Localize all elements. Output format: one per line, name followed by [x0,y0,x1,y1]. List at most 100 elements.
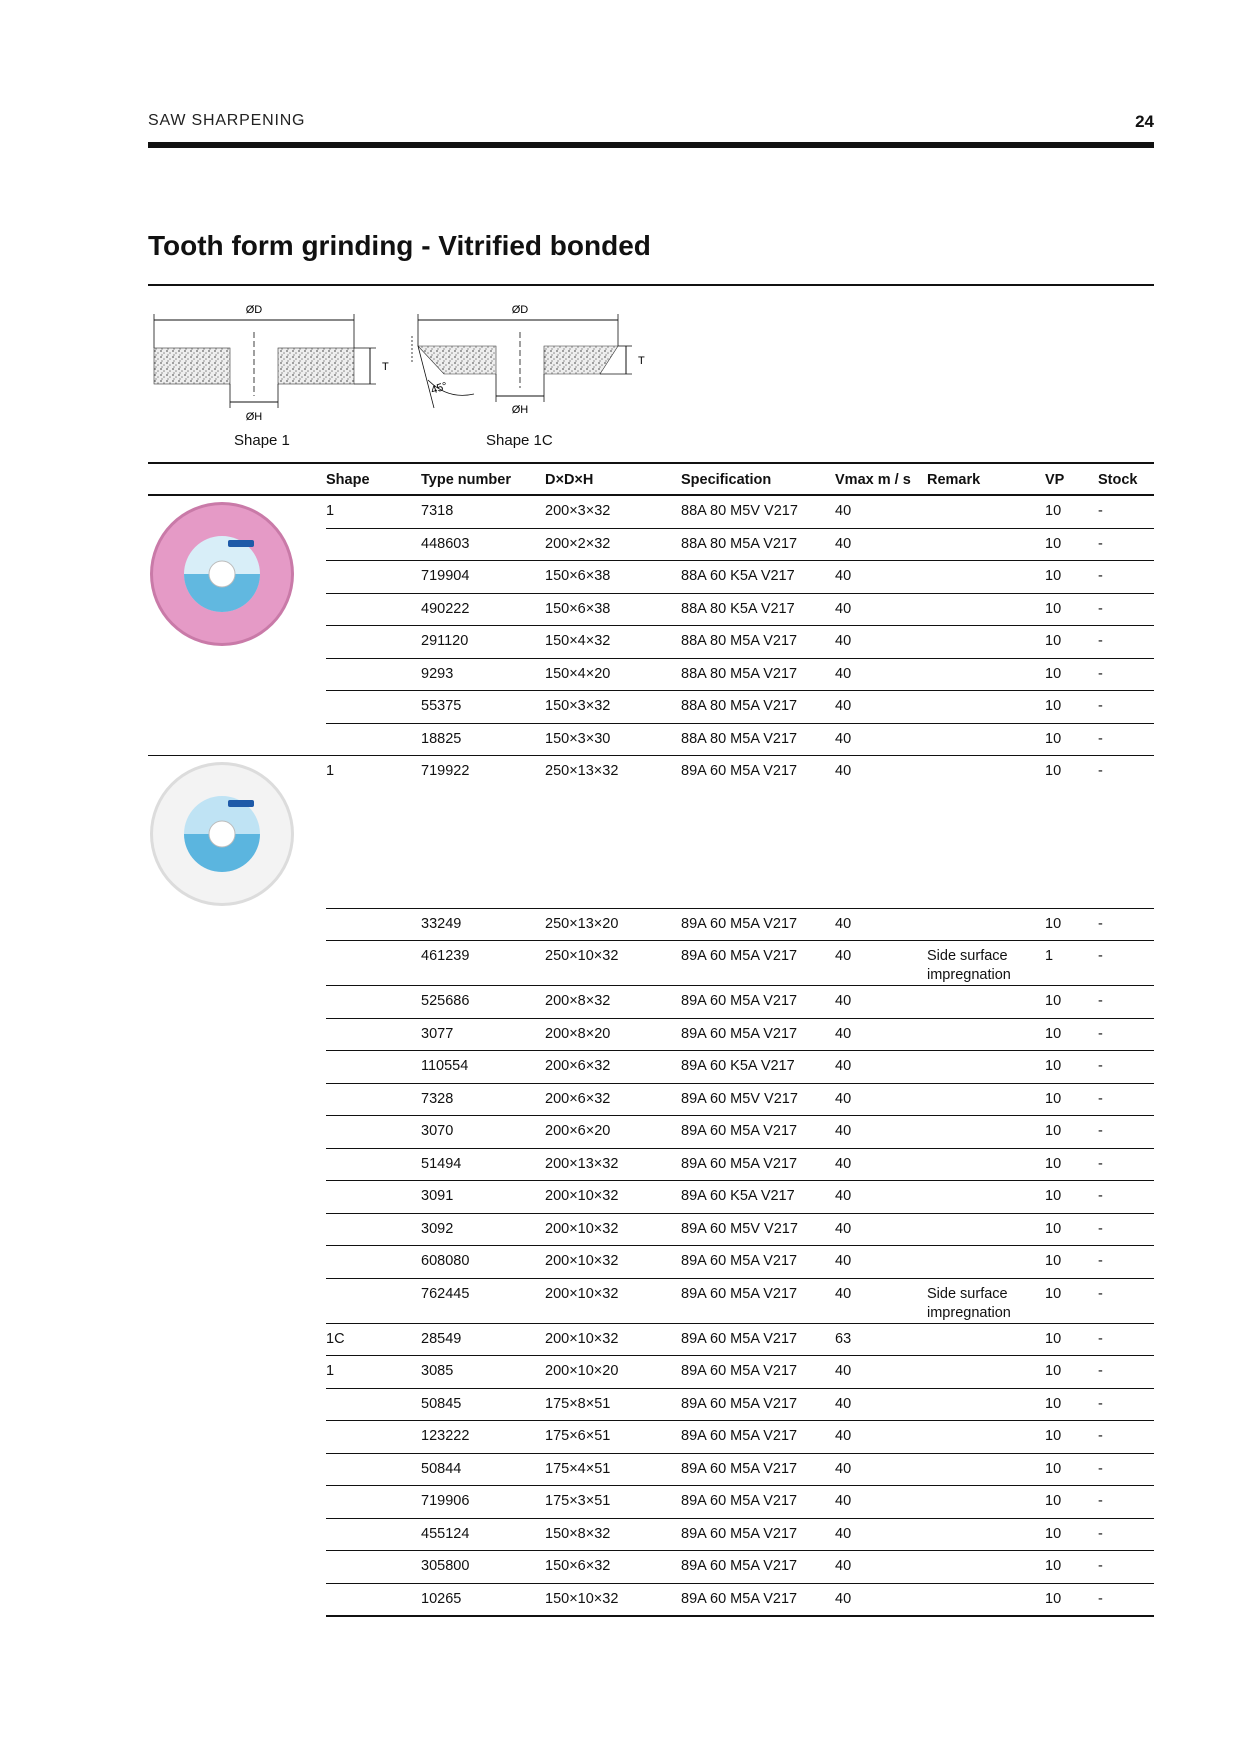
cell-dimensions: 150×6×38 [545,560,681,594]
cell-remark [927,1388,1045,1421]
cell-dimensions: 200×6×32 [545,1083,681,1116]
cell-vp: 1 [1045,940,1098,986]
cell-vmax: 40 [835,560,927,594]
cell-dimensions: 200×13×32 [545,1148,681,1181]
cell-remark [927,1485,1045,1519]
cell-shape [326,658,421,691]
cell-type-number: 123222 [421,1420,545,1454]
cell-dimensions: 150×4×20 [545,658,681,691]
cell-stock: - [1098,1485,1154,1519]
cell-dimensions: 250×10×32 [545,940,681,986]
cell-vp: 10 [1045,1550,1098,1584]
cell-dimensions: 200×10×32 [545,1180,681,1214]
cell-dimensions: 200×10×20 [545,1355,681,1389]
cell-shape: 1 [326,755,421,909]
cell-dimensions: 200×8×32 [545,985,681,1019]
cell-type-number: 7328 [421,1083,545,1116]
cell-remark [927,1083,1045,1116]
cell-type-number: 608080 [421,1245,545,1279]
col-vmax: Vmax m / s [835,462,927,496]
cell-dimensions: 175×4×51 [545,1453,681,1486]
cell-remark [927,1245,1045,1279]
cell-vmax: 40 [835,755,927,909]
cell-vmax: 40 [835,690,927,724]
cell-remark [927,1018,1045,1051]
shape-diagrams-svg: ØD ØH T ØD ØH T 45° [153,304,645,423]
cell-specification: 88A 60 K5A V217 [681,560,835,594]
cell-remark [927,1583,1045,1617]
cell-vmax: 40 [835,1245,927,1279]
cell-remark: Side surface impregnation [927,940,1045,986]
cell-shape [326,1388,421,1421]
cell-stock: - [1098,1245,1154,1279]
cell-vp: 10 [1045,723,1098,756]
cell-vp: 10 [1045,1018,1098,1051]
cell-stock: - [1098,1518,1154,1551]
cell-type-number: 490222 [421,593,545,626]
shape1-h-label: ØH [246,411,263,423]
cell-vp: 10 [1045,1083,1098,1116]
cell-vmax: 40 [835,658,927,691]
cell-remark [927,1518,1045,1551]
white-grinding-wheel-image [150,762,294,906]
cell-remark [927,1453,1045,1486]
cell-type-number: 525686 [421,985,545,1019]
cell-specification: 89A 60 M5A V217 [681,1018,835,1051]
cell-specification: 88A 80 M5A V217 [681,625,835,659]
cell-stock: - [1098,1050,1154,1084]
cell-vp: 10 [1045,495,1098,529]
cell-specification: 88A 80 M5V V217 [681,495,835,529]
cell-stock: - [1098,755,1154,909]
cell-vp: 10 [1045,1278,1098,1324]
cell-stock: - [1098,1083,1154,1116]
cell-vmax: 40 [835,1213,927,1246]
cell-stock: - [1098,495,1154,529]
cell-remark [927,593,1045,626]
cell-specification: 88A 80 K5A V217 [681,593,835,626]
cell-stock: - [1098,560,1154,594]
col-image [148,462,326,496]
cell-specification: 88A 80 M5A V217 [681,723,835,756]
cell-type-number: 10265 [421,1583,545,1617]
cell-vmax: 40 [835,1485,927,1519]
col-stock: Stock [1098,462,1154,496]
cell-specification: 89A 60 M5V V217 [681,1213,835,1246]
cell-vp: 10 [1045,1245,1098,1279]
cell-specification: 88A 80 M5A V217 [681,658,835,691]
cell-vp: 10 [1045,1180,1098,1214]
cell-stock: - [1098,1213,1154,1246]
cell-remark [927,1180,1045,1214]
cell-vp: 10 [1045,1518,1098,1551]
cell-vmax: 40 [835,1518,927,1551]
cell-specification: 89A 60 M5V V217 [681,1083,835,1116]
col-type-number: Type number [421,462,545,496]
cell-type-number: 3092 [421,1213,545,1246]
cell-vp: 10 [1045,1115,1098,1149]
cell-dimensions: 150×6×32 [545,1550,681,1584]
cell-stock: - [1098,1115,1154,1149]
cell-specification: 89A 60 M5A V217 [681,1115,835,1149]
cell-vp: 10 [1045,1213,1098,1246]
cell-specification: 88A 80 M5A V217 [681,528,835,561]
cell-vmax: 40 [835,1583,927,1617]
shape1c-d-label: ØD [512,304,529,316]
col-dimensions: D×D×H [545,462,681,496]
cell-vp: 10 [1045,528,1098,561]
shape1c-drawing: ØD ØH T 45° [411,304,645,416]
cell-specification: 89A 60 M5A V217 [681,1420,835,1454]
cell-dimensions: 250×13×20 [545,908,681,941]
shape1-t-label: T [382,361,389,373]
cell-shape [326,1180,421,1214]
shape-diagrams: ØD ØH T ØD ØH T 45° Shape 1 Shap [148,296,668,456]
cell-remark [927,1050,1045,1084]
